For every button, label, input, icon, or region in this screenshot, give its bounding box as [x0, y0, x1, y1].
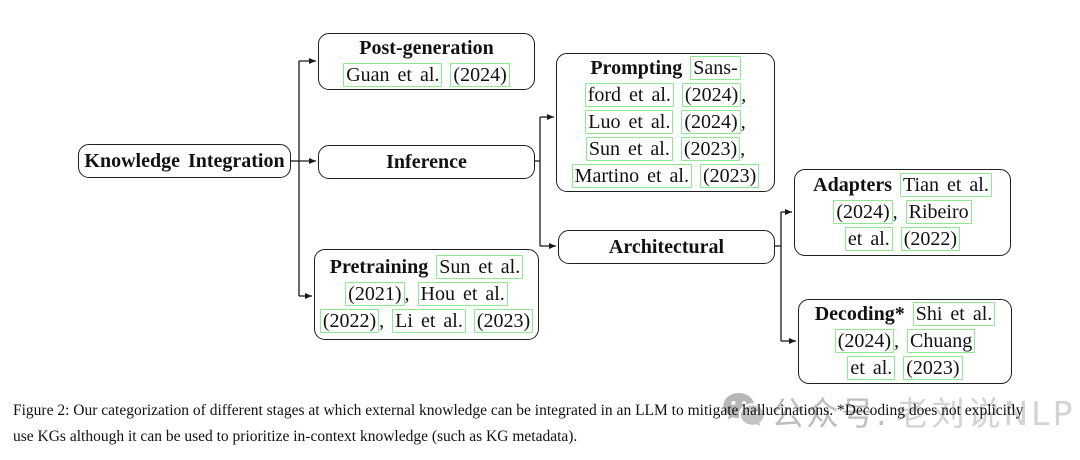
text-separator: ,	[740, 138, 746, 160]
citation-link[interactable]: Chuang	[907, 329, 976, 353]
citation-link[interactable]: Li et al.	[392, 309, 466, 333]
node-line: Decoding* Shi et al.	[815, 301, 996, 328]
citation-link[interactable]: (2022)	[319, 309, 380, 333]
node-line: Inference	[386, 149, 467, 176]
citation-link[interactable]: Tian et al.	[900, 173, 992, 197]
node-title: Prompting	[590, 57, 683, 79]
citation-link[interactable]: et al.	[844, 227, 893, 251]
node-line: Guan et al. (2024)	[343, 62, 510, 89]
node-line: Post-generation	[359, 35, 493, 62]
node-title: Architectural	[608, 235, 725, 258]
text-separator	[682, 57, 690, 79]
citation-link[interactable]: Shi et al.	[912, 302, 996, 326]
wechat-icon	[723, 393, 764, 427]
node-line: Martino et al. (2023)	[571, 163, 760, 190]
caption-line-2: use KGs although it can be used to prior…	[13, 428, 578, 445]
node-title: Decoding*	[814, 303, 905, 325]
node-title: Inference	[386, 150, 467, 173]
node-line: et al. (2023)	[847, 355, 963, 382]
citation-link[interactable]: ford et al.	[584, 83, 674, 107]
text-separator: ,	[741, 84, 747, 106]
node-decoding: Decoding* Shi et al. (2024), Chuang et a…	[798, 299, 1012, 384]
watermark-brand-name: 老刘说NLP	[895, 394, 1076, 433]
node-line: Prompting Sans-	[590, 55, 741, 82]
node-line: (2024), Ribeiro	[833, 199, 972, 226]
text-separator	[905, 303, 913, 325]
node-line: Luo et al. (2024),	[585, 109, 746, 136]
text-separator	[892, 174, 900, 196]
citation-link[interactable]: (2023)	[903, 356, 963, 380]
text-separator	[893, 228, 901, 250]
node-inference: Inference	[318, 145, 535, 179]
citation-link[interactable]: (2024)	[681, 83, 742, 107]
citation-link[interactable]: (2024)	[833, 200, 893, 224]
node-line: Knowledge Integration	[84, 148, 284, 175]
citation-link[interactable]: (2023)	[699, 164, 760, 188]
caption-line-1: Figure 2: Our categorization of differen…	[13, 402, 1024, 419]
node-line: ford et al. (2024),	[584, 82, 747, 109]
node-title: Post-generation	[359, 36, 494, 59]
node-pretraining: Pretraining Sun et al. (2021), Hou et al…	[314, 249, 539, 340]
node-prompting: Prompting Sans- ford et al. (2024), Luo …	[556, 53, 775, 192]
citation-link[interactable]: Sun et al.	[436, 255, 524, 279]
citation-link[interactable]: (2024)	[834, 329, 895, 353]
node-line: (2024), Chuang	[834, 328, 976, 355]
citation-link[interactable]: et al.	[847, 356, 896, 380]
node-title: Adapters	[813, 174, 893, 196]
figure-caption: Figure 2: Our categorization of differen…	[13, 398, 1075, 450]
citation-link[interactable]: Sun et al.	[585, 137, 673, 161]
citation-link[interactable]: (2022)	[900, 227, 961, 251]
node-line: Pretraining Sun et al.	[330, 254, 524, 281]
node-line: Adapters Tian et al.	[813, 172, 992, 199]
citation-link[interactable]: (2023)	[473, 309, 534, 333]
node-architectural: Architectural	[558, 230, 775, 264]
watermark: 公众号. 老刘说NLP	[722, 388, 1075, 434]
node-line: Architectural	[609, 234, 724, 261]
text-separator	[674, 84, 682, 106]
node-title: Knowledge Integration	[84, 149, 285, 172]
node-post-generation: Post-generation Guan et al. (2024)	[318, 33, 535, 90]
text-separator: ,	[892, 201, 906, 223]
text-separator: ,	[379, 310, 393, 332]
citation-link[interactable]: (2024)	[681, 110, 741, 134]
node-adapters: Adapters Tian et al. (2024), Ribeiro et …	[794, 169, 1011, 256]
citation-link[interactable]: Luo et al.	[585, 110, 674, 134]
citation-link[interactable]: (2024)	[450, 62, 510, 87]
text-separator: ,	[404, 283, 418, 305]
node-line: (2022), Li et al. (2023)	[319, 308, 534, 335]
node-line: Sun et al. (2023),	[585, 136, 746, 163]
node-line: et al. (2022)	[844, 226, 961, 253]
citation-link[interactable]: Martino et al.	[571, 164, 692, 188]
text-separator: ,	[894, 330, 908, 352]
text-separator: ,	[740, 111, 746, 133]
citation-link[interactable]: Sans-	[690, 56, 741, 80]
node-title: Pretraining	[329, 256, 429, 278]
text-separator	[466, 310, 474, 332]
text-separator	[673, 138, 681, 160]
text-separator	[692, 165, 700, 187]
watermark-account-label: 公众号.	[771, 394, 889, 433]
node-knowledge-integration: Knowledge Integration	[78, 144, 291, 178]
node-line: (2021), Hou et al.	[345, 281, 508, 308]
citation-link[interactable]: Hou et al.	[417, 282, 508, 306]
citation-link[interactable]: (2021)	[345, 282, 405, 306]
citation-link[interactable]: Ribeiro	[905, 200, 972, 224]
citation-link[interactable]: Guan et al.	[343, 62, 443, 87]
citation-link[interactable]: (2023)	[680, 137, 741, 161]
